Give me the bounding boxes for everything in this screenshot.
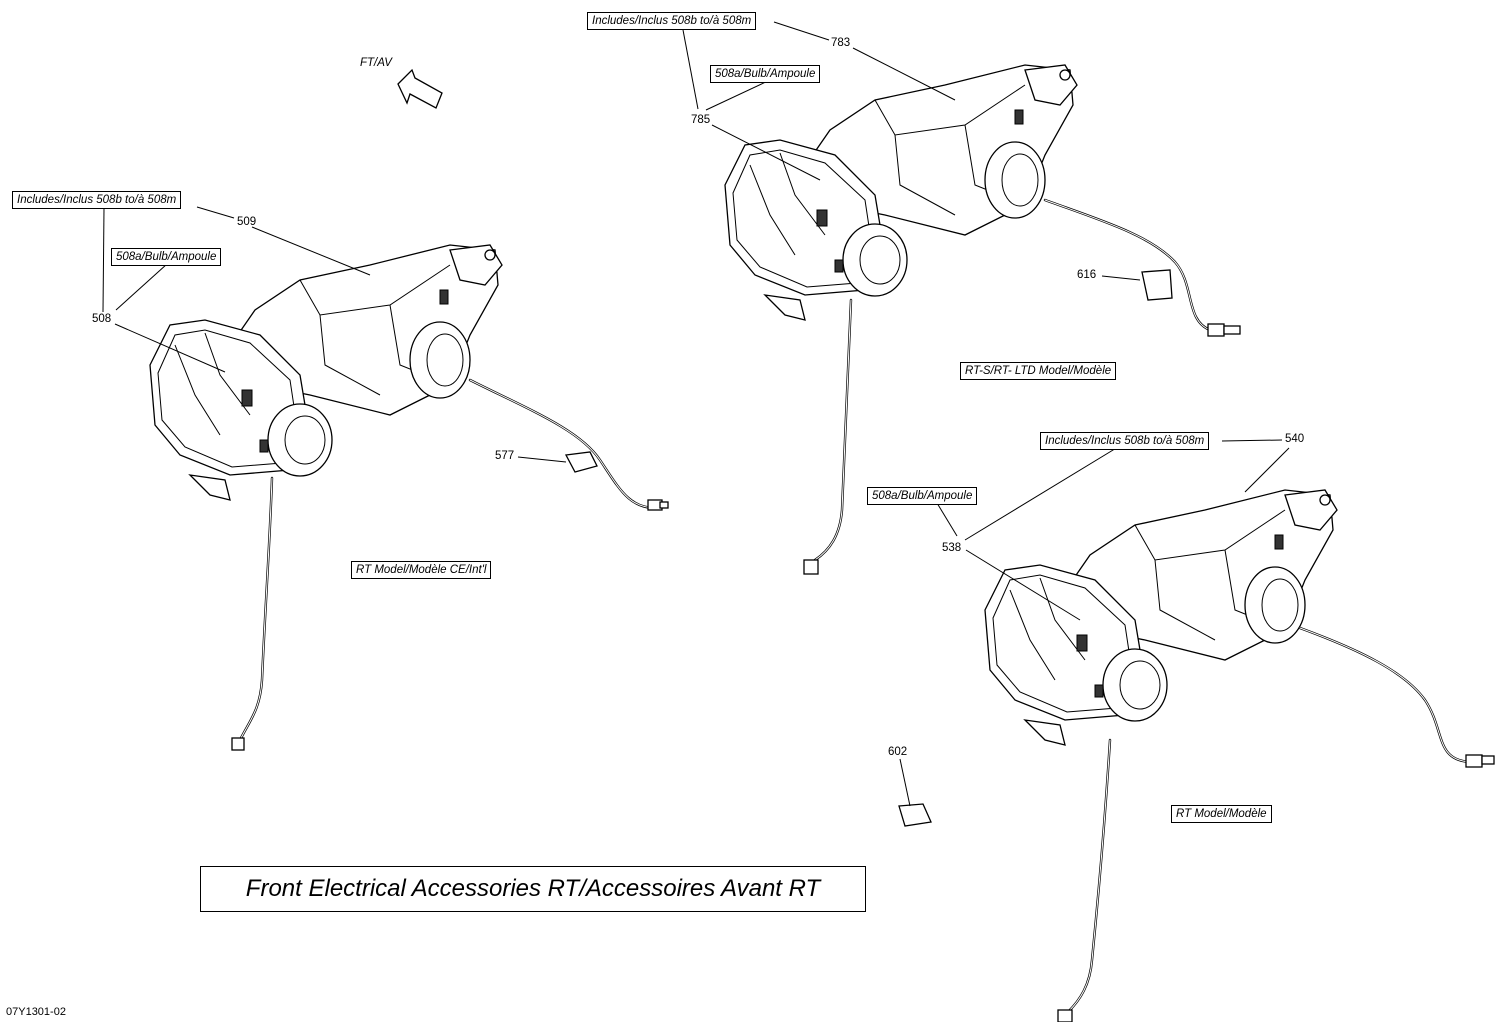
includes-label-bottom-right: Includes/Inclus 508b to/à 508m	[1040, 432, 1210, 450]
model-label-left: RT Model/Modèle CE/Int'l	[351, 561, 492, 579]
ref-509: 509	[237, 216, 257, 228]
includes-label-top-right: Includes/Inclus 508b to/à 508m	[587, 12, 757, 30]
ref-538: 538	[942, 542, 962, 554]
ref-783: 783	[831, 37, 851, 49]
front-direction-label: FT/AV	[360, 57, 392, 69]
ref-785: 785	[691, 114, 711, 126]
bulb-label-bottom-right: 508a/Bulb/Ampoule	[867, 487, 978, 505]
front-direction-arrow	[397, 68, 443, 109]
drawing-code: 07Y1301-02	[6, 1006, 66, 1018]
bulb-label-left: 508a/Bulb/Ampoule	[111, 248, 222, 266]
part-616-icon	[1141, 269, 1173, 301]
ref-508: 508	[92, 313, 112, 325]
model-label-top-right: RT-S/RT- LTD Model/Modèle	[960, 362, 1117, 380]
includes-label-left: Includes/Inclus 508b to/à 508m	[12, 191, 182, 209]
ref-616: 616	[1077, 269, 1097, 281]
part-602-icon	[898, 803, 932, 827]
model-label-bottom-right: RT Model/Modèle	[1171, 805, 1272, 823]
part-577-icon	[564, 451, 598, 473]
diagram-title: Front Electrical Accessories RT/Accessoi…	[200, 866, 866, 912]
ref-602: 602	[888, 746, 908, 758]
bulb-label-top-right: 508a/Bulb/Ampoule	[710, 65, 821, 83]
ref-577: 577	[495, 450, 515, 462]
ref-540: 540	[1285, 433, 1305, 445]
